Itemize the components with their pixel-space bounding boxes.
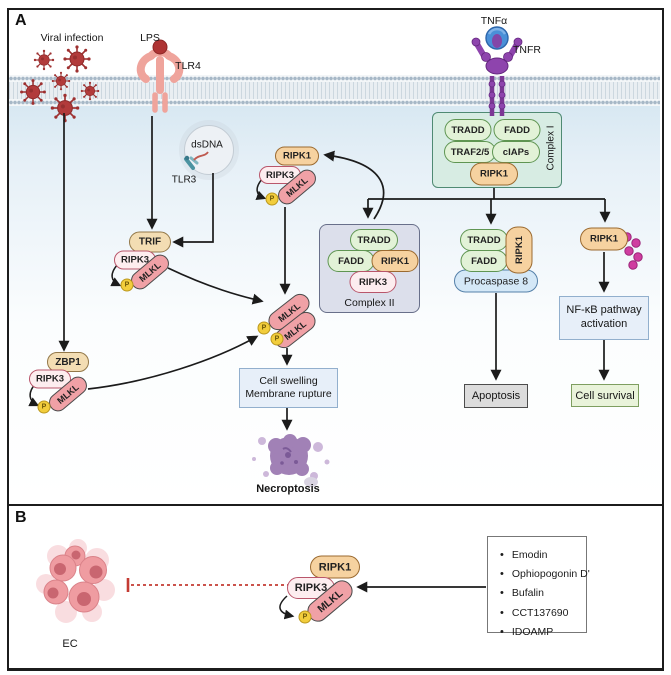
dsdna-label: dsDNA bbox=[191, 139, 223, 151]
phosphate-icon: P bbox=[298, 610, 312, 624]
inhibitor-item: CCT137690 bbox=[500, 604, 586, 623]
complex1-fadd-pill: FADD bbox=[493, 119, 541, 141]
inhibitor-item: Bufalin bbox=[500, 584, 586, 603]
complex1-traf25-pill: TRAF2/5 bbox=[444, 141, 496, 163]
panel-divider bbox=[7, 504, 664, 506]
lps-label: LPS bbox=[140, 32, 160, 44]
tlr3-label: TLR3 bbox=[171, 174, 197, 186]
panel-b-label: B bbox=[15, 509, 27, 526]
inhibitor-item: IDOAMP bbox=[500, 623, 586, 642]
plasma-membrane bbox=[9, 75, 660, 106]
cell-survival-box: Cell survival bbox=[571, 384, 639, 407]
nfkb-line1: NF-κB pathway bbox=[566, 304, 642, 317]
inhibitor-item: Emodin bbox=[500, 546, 586, 565]
panel-a-label: A bbox=[15, 12, 27, 29]
phosphate-icon: P bbox=[270, 332, 284, 346]
complex2-ripk1-pill: RIPK1 bbox=[371, 250, 419, 272]
necrosome-ripk1-pill: RIPK1 bbox=[275, 146, 319, 166]
complex1-label: Complex I bbox=[545, 125, 557, 171]
trif-pill: TRIF bbox=[129, 231, 171, 253]
complex2-label: Complex II bbox=[344, 297, 395, 309]
mid-ripk1-vertical-label: RIPK1 bbox=[513, 236, 525, 264]
complex1-ripk1-pill: RIPK1 bbox=[470, 162, 518, 186]
tnfr-label: TNFR bbox=[513, 44, 541, 56]
inhibitor-list: Emodin Ophiopogonin D' Bufalin CCT137690… bbox=[500, 546, 590, 642]
phosphate-icon: P bbox=[120, 278, 134, 292]
swelling-line1: Cell swelling bbox=[259, 374, 318, 387]
mid-ripk1-vertical-pill: RIPK1 bbox=[505, 226, 533, 274]
tlr4-label: TLR4 bbox=[175, 60, 201, 72]
complex1-ciaps-pill: cIAPs bbox=[492, 141, 540, 163]
ec-label: EC bbox=[62, 638, 78, 650]
nfkb-line2: activation bbox=[580, 318, 628, 330]
inhibitor-list-box: Emodin Ophiopogonin D' Bufalin CCT137690… bbox=[487, 536, 590, 638]
phosphate-icon: P bbox=[257, 321, 271, 335]
tnfa-label: TNFα bbox=[480, 15, 508, 27]
ec-cell-cluster-icon bbox=[36, 539, 115, 623]
mid-tradd-pill: TRADD bbox=[460, 229, 508, 251]
inhibition-dashed-line bbox=[126, 578, 290, 592]
panelb-ripk1-pill: RIPK1 bbox=[310, 555, 360, 579]
necroptosis-label: Necroptosis bbox=[256, 483, 320, 495]
cell-swelling-box: Cell swelling Membrane rupture bbox=[239, 368, 338, 408]
mid-fadd-pill: FADD bbox=[460, 250, 508, 272]
inhibitor-item: Ophiopogonin D' bbox=[500, 565, 590, 584]
viral-infection-label: Viral infection bbox=[40, 32, 104, 44]
complex2-fadd-pill: FADD bbox=[327, 250, 375, 272]
phosphate-icon: P bbox=[37, 400, 51, 414]
complex2-tradd-pill: TRADD bbox=[350, 229, 398, 251]
phosphate-icon: P bbox=[265, 192, 279, 206]
complex2-ripk3-pill: RIPK3 bbox=[349, 271, 397, 293]
tnfa-ligand-icon bbox=[485, 26, 509, 50]
procaspase8-pill: Procaspase 8 bbox=[454, 269, 538, 293]
survival-ripk1-pill: RIPK1 bbox=[580, 227, 628, 251]
complex1-tradd-pill: TRADD bbox=[444, 119, 492, 141]
swelling-line2: Membrane rupture bbox=[245, 388, 332, 400]
apoptosis-box: Apoptosis bbox=[464, 384, 528, 408]
nfkb-box: NF-κB pathway activation bbox=[559, 296, 649, 340]
